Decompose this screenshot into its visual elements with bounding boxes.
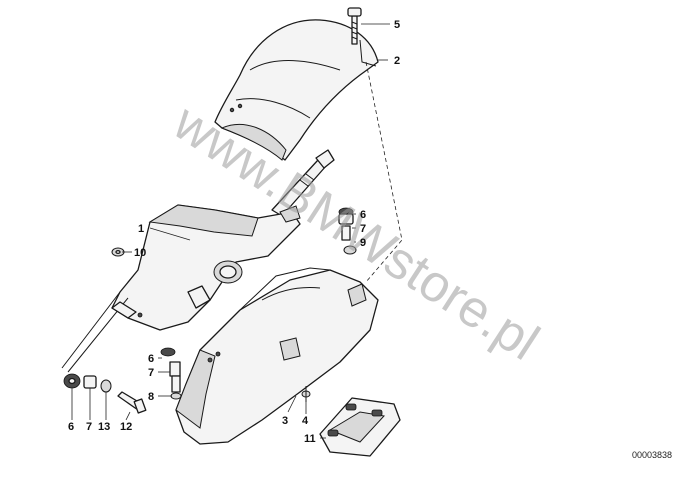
callout-4: 4 <box>302 415 309 427</box>
lower-column-cover <box>175 267 379 445</box>
steering-shaft <box>271 149 335 217</box>
callout-2: 2 <box>394 55 400 67</box>
callout-9: 9 <box>360 237 366 249</box>
assembly-dashed-line <box>365 61 403 283</box>
column-bracket <box>61 204 301 373</box>
callout-11: 11 <box>304 433 316 445</box>
callout-3: 3 <box>282 415 288 427</box>
callout-10: 10 <box>134 247 146 259</box>
callout-7-middle: 7 <box>148 367 154 379</box>
callout-6-upper: 6 <box>360 209 366 221</box>
fastener-set-middle <box>160 347 182 400</box>
callout-8: 8 <box>148 391 154 403</box>
callout-6-lower: 6 <box>68 421 74 433</box>
bracket-11 <box>319 397 401 457</box>
callout-7-upper: 7 <box>360 223 366 235</box>
screw-4 <box>301 386 311 402</box>
screw-5 <box>347 7 362 45</box>
callout-7-lower: 7 <box>86 421 92 433</box>
callout-13: 13 <box>98 421 110 433</box>
fastener-set-lower <box>63 373 147 414</box>
callout-labels: 5 2 1 10 6 7 9 6 7 8 6 7 13 12 3 4 11 <box>68 19 400 445</box>
leader-lines <box>71 23 390 439</box>
callout-5: 5 <box>394 19 400 31</box>
washer-10 <box>111 247 125 257</box>
callout-6-middle: 6 <box>148 353 154 365</box>
upper-column-cover <box>214 19 379 161</box>
callout-12: 12 <box>120 421 132 433</box>
fastener-set-upper <box>338 207 357 255</box>
reference-number: 00003838 <box>632 450 672 460</box>
callout-1: 1 <box>138 223 144 235</box>
